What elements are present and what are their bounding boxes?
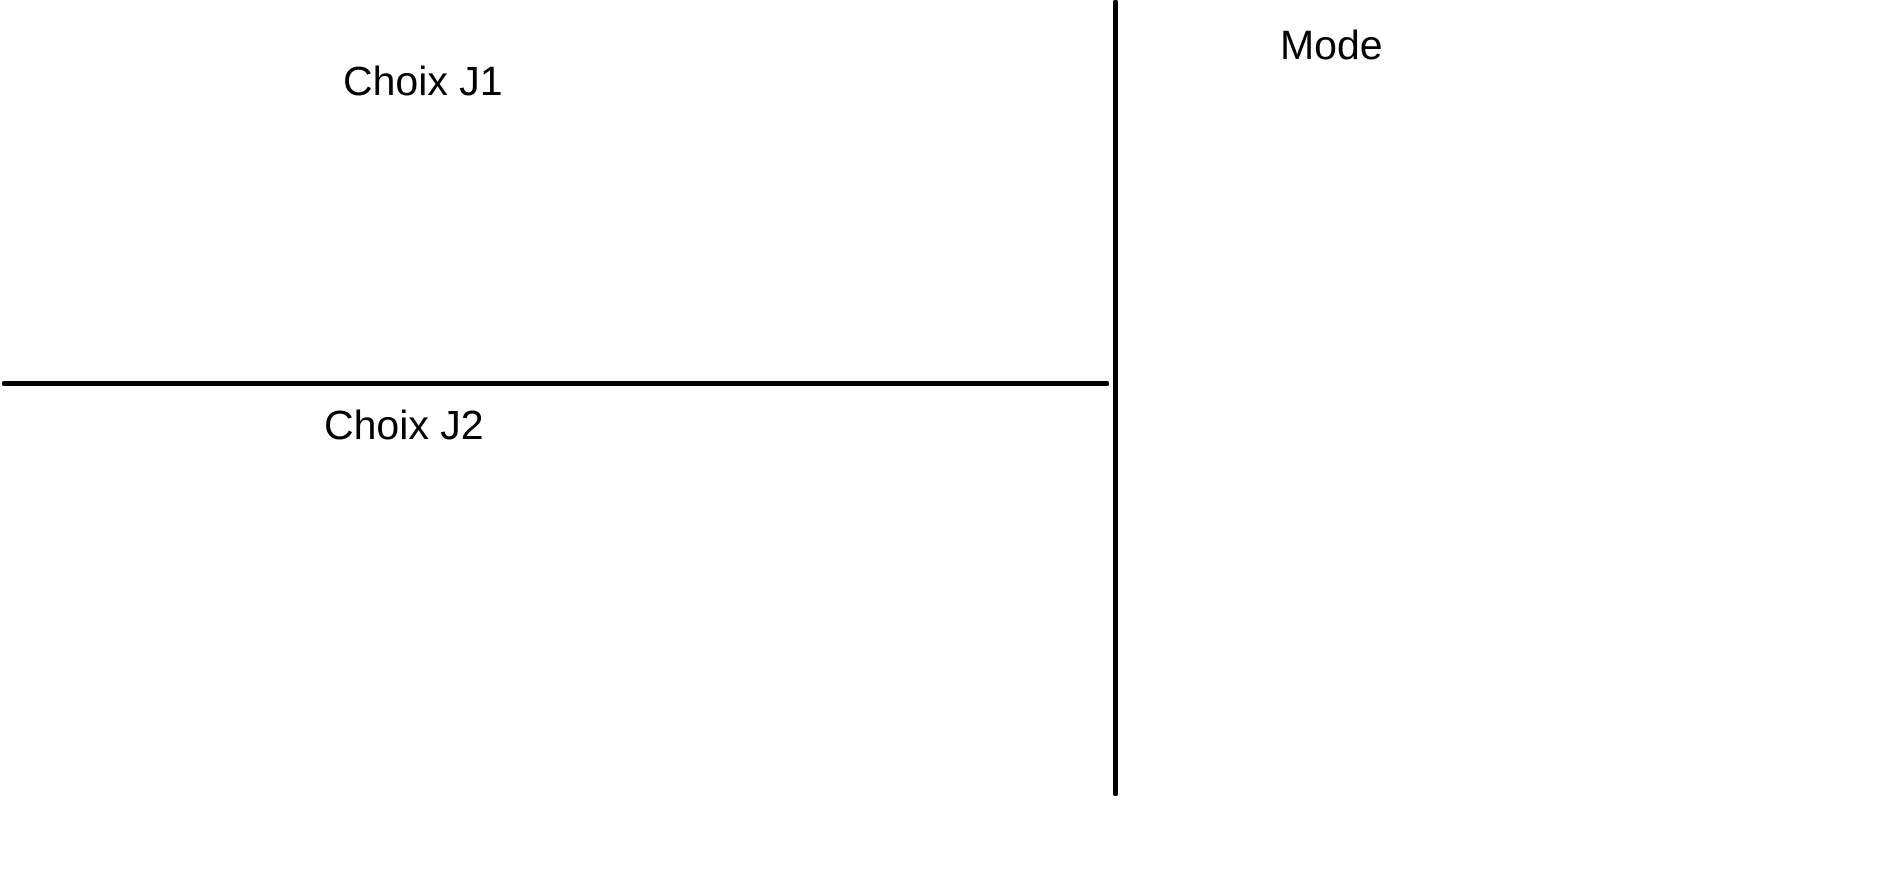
mode-title: Mode [1280,22,1383,68]
horizontal-divider [2,381,1109,386]
player1-choice-title: Choix J1 [343,58,503,104]
player2-choice-title: Choix J2 [324,402,484,448]
vertical-divider [1113,0,1118,796]
